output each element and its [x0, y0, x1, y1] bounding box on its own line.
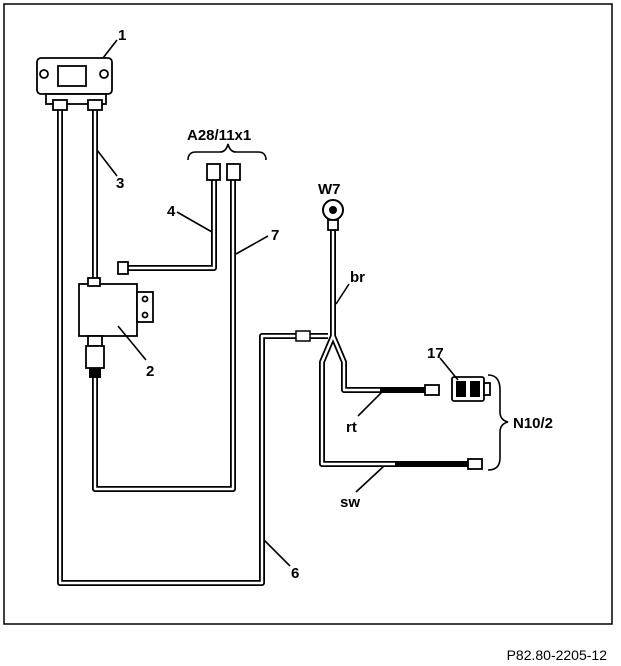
label-wire-7: 7 — [271, 227, 279, 244]
ground-w7 — [322, 199, 344, 231]
label-color-rt: rt — [346, 419, 357, 436]
wire-sw-terminal — [467, 458, 483, 470]
diagram-frame — [3, 3, 613, 625]
wire-4 — [128, 178, 217, 271]
label-wire-4: 4 — [167, 203, 176, 220]
label-wire-3: 3 — [116, 175, 124, 192]
label-component-2: 2 — [146, 363, 154, 380]
component-17 — [451, 376, 491, 402]
reference-code: P82.80-2205-12 — [507, 647, 608, 663]
wire-rt — [330, 334, 425, 393]
wire-harness — [57, 108, 468, 586]
label-ground: W7 — [318, 181, 341, 198]
component-1 — [36, 57, 113, 111]
module-n10-2-bracket — [487, 374, 509, 471]
label-component-1: 1 — [118, 27, 126, 44]
label-module: N10/2 — [513, 415, 553, 432]
label-color-br: br — [350, 269, 365, 286]
wire-rt-terminal — [424, 384, 440, 396]
label-wire-6: 6 — [291, 565, 299, 582]
label-connector: A28/11x1 — [187, 127, 251, 144]
connector-a28-11x1 — [187, 143, 267, 181]
component-2 — [78, 261, 154, 378]
label-component-17: 17 — [427, 345, 444, 362]
leader-lines — [96, 39, 459, 567]
label-color-sw: sw — [340, 494, 360, 511]
